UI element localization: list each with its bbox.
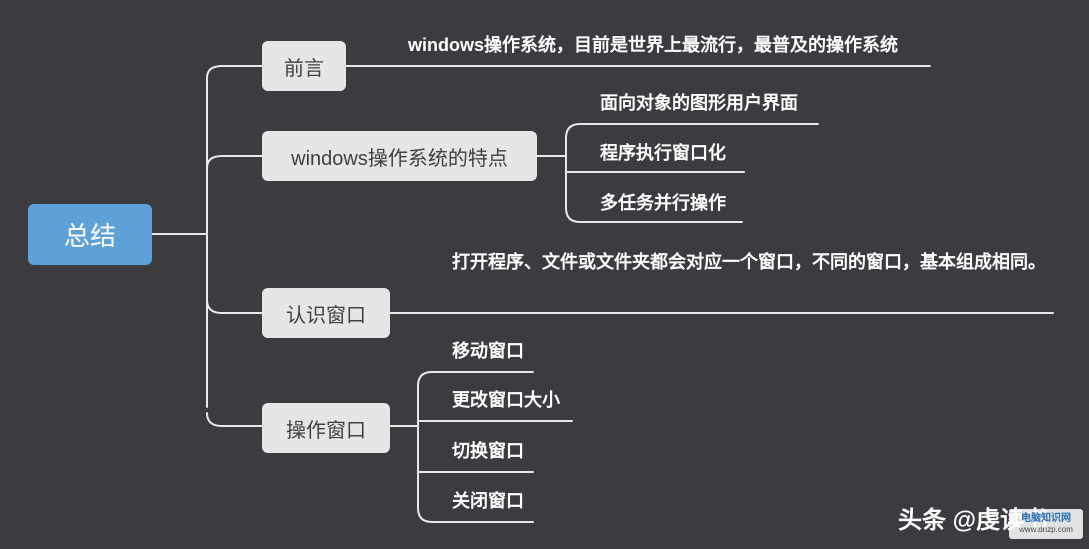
- root-label: 总结: [63, 221, 116, 251]
- branch-preface[interactable]: 前言: [262, 41, 346, 91]
- connector-window: [206, 299, 223, 314]
- feature-item[interactable]: 多任务并行操作: [600, 193, 726, 213]
- connector-features: [206, 155, 223, 169]
- preface-text[interactable]: windows操作系统，目前是世界上最流行，最普及的操作系统: [408, 35, 898, 55]
- branch-understand-window[interactable]: 认识窗口: [262, 288, 390, 338]
- connector-preface: [206, 65, 223, 79]
- operate-bracket: [417, 371, 433, 523]
- operation-item[interactable]: 关闭窗口: [452, 491, 524, 511]
- feature-item[interactable]: 面向对象的图形用户界面: [600, 93, 798, 113]
- branch-label: windows操作系统的特点: [291, 147, 508, 170]
- site-logo: 电脑知识网 www.dnzp.com: [1009, 509, 1083, 539]
- branch-features[interactable]: windows操作系统的特点: [262, 131, 537, 181]
- site-logo-url: www.dnzp.com: [1019, 525, 1073, 534]
- root-node[interactable]: 总结: [28, 204, 152, 265]
- operation-item[interactable]: 更改窗口大小: [452, 390, 560, 410]
- site-logo-name: 电脑知识网: [1021, 513, 1071, 524]
- window-intro-text[interactable]: 打开程序、文件或文件夹都会对应一个窗口，不同的窗口，基本组成相同。: [452, 252, 1046, 272]
- branch-label: 前言: [284, 57, 324, 80]
- operation-item[interactable]: 切换窗口: [452, 441, 524, 461]
- feature-item[interactable]: 程序执行窗口化: [600, 143, 726, 163]
- branch-label: 操作窗口: [286, 419, 366, 442]
- branch-label: 认识窗口: [286, 304, 366, 327]
- branch-operate-window[interactable]: 操作窗口: [262, 403, 390, 453]
- operation-item[interactable]: 移动窗口: [452, 341, 524, 361]
- connector-operate: [206, 412, 223, 427]
